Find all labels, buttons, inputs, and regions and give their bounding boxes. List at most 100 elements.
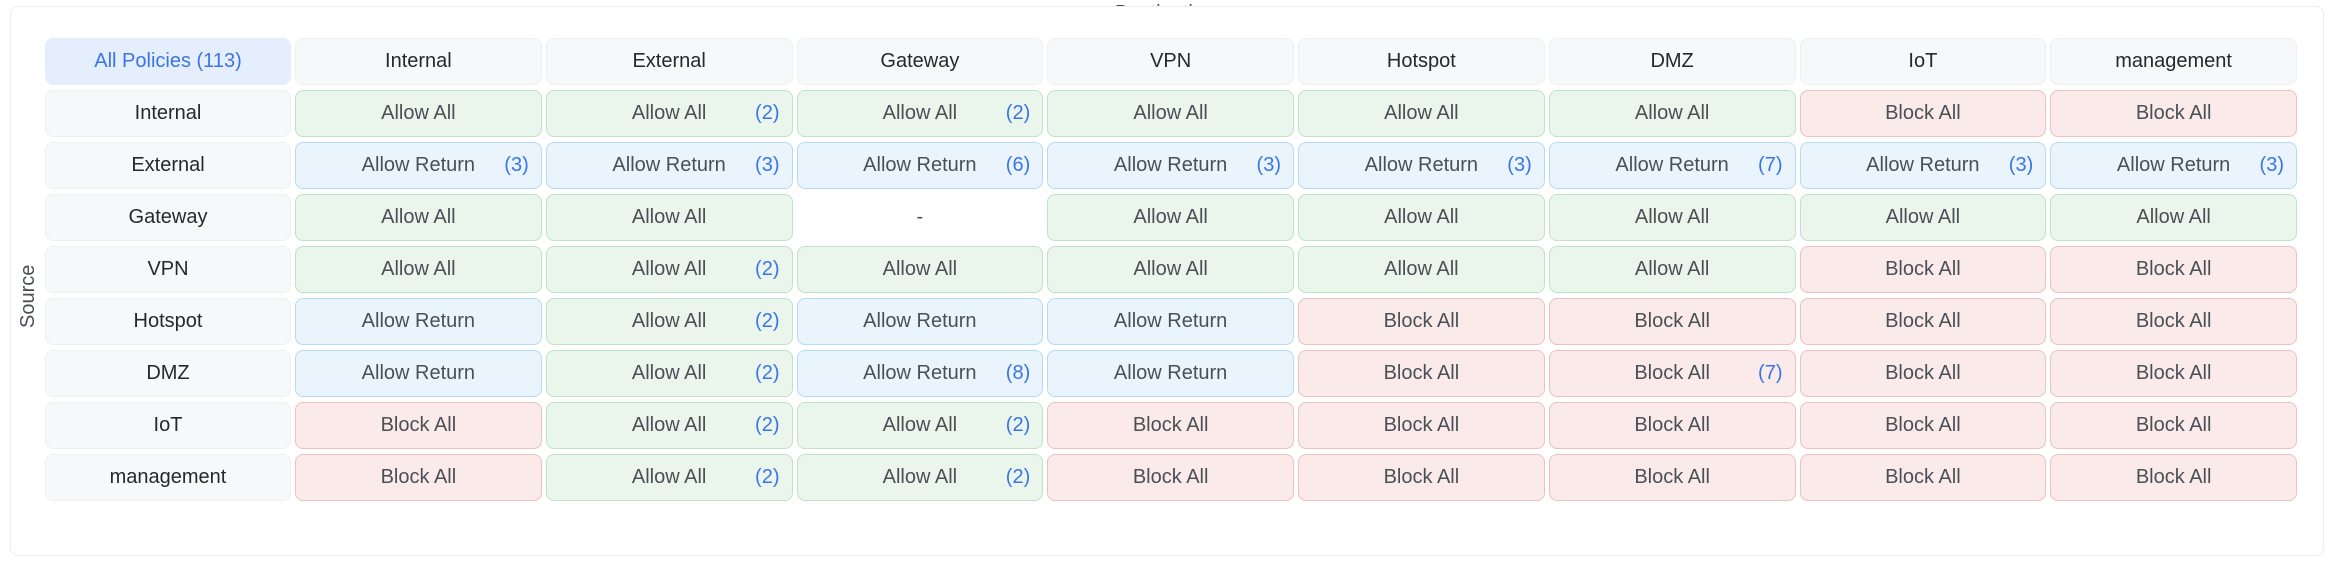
policy-cell-hotspot-dmz[interactable]: Block All <box>1548 298 1796 345</box>
policy-cell-management-external[interactable]: Allow All(2) <box>545 454 793 501</box>
row-header-management[interactable]: management <box>45 454 291 501</box>
policy-cell-iot-gateway[interactable]: Allow All(2) <box>796 402 1044 449</box>
policy-cell-iot-internal[interactable]: Block All <box>295 402 542 449</box>
policy-cell-gateway-hotspot[interactable]: Allow All <box>1298 194 1545 241</box>
policy-cell-management-dmz[interactable]: Block All <box>1548 454 1796 501</box>
row-header-internal[interactable]: Internal <box>45 90 291 137</box>
policy-cell-iot-iot[interactable]: Block All <box>1799 402 2047 449</box>
policy-cell-gateway-dmz[interactable]: Allow All <box>1548 194 1796 241</box>
policy-cell-hotspot-management[interactable]: Block All <box>2050 298 2297 345</box>
policy-cell-internal-management[interactable]: Block All <box>2050 90 2297 137</box>
policy-cell-management-gateway[interactable]: Allow All(2) <box>796 454 1044 501</box>
policy-cell-internal-internal[interactable]: Allow All <box>295 90 542 137</box>
policy-cell-external-external[interactable]: Allow Return(3) <box>545 142 793 189</box>
row-header-external[interactable]: External <box>45 142 291 189</box>
policy-action-label: Block All <box>1634 310 1710 332</box>
policy-action-label: Allow All <box>1634 258 1710 280</box>
policy-cell-gateway-management[interactable]: Allow All <box>2050 194 2297 241</box>
policy-action-label: Allow Return <box>1866 154 1980 176</box>
policy-cell-dmz-gateway[interactable]: Allow Return(8) <box>796 350 1044 397</box>
row-header-dmz[interactable]: DMZ <box>45 350 291 397</box>
policy-action-label: - <box>916 206 924 228</box>
policy-cell-vpn-external[interactable]: Allow All(2) <box>545 246 793 293</box>
row-header-hotspot[interactable]: Hotspot <box>45 298 291 345</box>
policy-action-label: Block All <box>1634 362 1710 384</box>
policy-cell-internal-dmz[interactable]: Allow All <box>1548 90 1796 137</box>
policy-action-label: Block All <box>380 466 457 488</box>
policy-cell-gateway-internal[interactable]: Allow All <box>295 194 542 241</box>
policy-cell-external-hotspot[interactable]: Allow Return(3) <box>1298 142 1545 189</box>
policy-cell-dmz-vpn[interactable]: Allow Return <box>1047 350 1294 397</box>
policy-cell-hotspot-hotspot[interactable]: Block All <box>1298 298 1545 345</box>
policy-cell-management-management[interactable]: Block All <box>2050 454 2297 501</box>
column-header-gateway[interactable]: Gateway <box>796 38 1044 85</box>
policy-cell-internal-iot[interactable]: Block All <box>1799 90 2047 137</box>
policy-cell-management-hotspot[interactable]: Block All <box>1298 454 1545 501</box>
policy-action-label: Block All <box>1383 310 1460 332</box>
policy-cell-external-iot[interactable]: Allow Return(3) <box>1799 142 2047 189</box>
policy-cell-external-management[interactable]: Allow Return(3) <box>2050 142 2297 189</box>
policy-cell-iot-vpn[interactable]: Block All <box>1047 402 1294 449</box>
all-policies-button[interactable]: All Policies (113) <box>45 38 291 85</box>
policy-cell-vpn-gateway[interactable]: Allow All <box>796 246 1044 293</box>
policy-cell-vpn-internal[interactable]: Allow All <box>295 246 542 293</box>
policy-cell-management-internal[interactable]: Block All <box>295 454 542 501</box>
policy-cell-internal-vpn[interactable]: Allow All <box>1047 90 1294 137</box>
policy-cell-dmz-dmz[interactable]: Block All(7) <box>1548 350 1796 397</box>
policy-cell-dmz-hotspot[interactable]: Block All <box>1298 350 1545 397</box>
policy-cell-iot-management[interactable]: Block All <box>2050 402 2297 449</box>
source-axis-label: Source <box>17 264 39 328</box>
policy-cell-dmz-iot[interactable]: Block All <box>1799 350 2047 397</box>
policy-cell-internal-external[interactable]: Allow All(2) <box>545 90 793 137</box>
policy-cell-hotspot-iot[interactable]: Block All <box>1799 298 2047 345</box>
policy-cell-vpn-iot[interactable]: Block All <box>1799 246 2047 293</box>
policy-cell-gateway-vpn[interactable]: Allow All <box>1047 194 1294 241</box>
policy-cell-internal-gateway[interactable]: Allow All(2) <box>796 90 1044 137</box>
policy-cell-external-dmz[interactable]: Allow Return(7) <box>1548 142 1796 189</box>
column-header-dmz[interactable]: DMZ <box>1548 38 1796 85</box>
column-header-internal[interactable]: Internal <box>295 38 542 85</box>
policy-count-badge: (6) <box>1005 154 1031 176</box>
column-header-iot[interactable]: IoT <box>1799 38 2047 85</box>
policy-cell-dmz-internal[interactable]: Allow Return <box>295 350 542 397</box>
row-header-vpn[interactable]: VPN <box>45 246 291 293</box>
policy-cell-gateway-gateway[interactable]: - <box>796 194 1044 241</box>
policy-cell-dmz-external[interactable]: Allow All(2) <box>545 350 793 397</box>
policy-cell-hotspot-internal[interactable]: Allow Return <box>295 298 542 345</box>
policy-count-badge: (2) <box>755 362 780 384</box>
column-header-management[interactable]: management <box>2050 38 2297 85</box>
policy-cell-iot-hotspot[interactable]: Block All <box>1298 402 1545 449</box>
row-header-gateway[interactable]: Gateway <box>45 194 291 241</box>
policy-cell-external-vpn[interactable]: Allow Return(3) <box>1047 142 1294 189</box>
policy-cell-gateway-external[interactable]: Allow All <box>545 194 793 241</box>
policy-cell-external-gateway[interactable]: Allow Return(6) <box>796 142 1044 189</box>
policy-cell-vpn-dmz[interactable]: Allow All <box>1548 246 1796 293</box>
policy-count-badge: (2) <box>755 466 780 488</box>
policy-action-label: Allow All <box>1384 206 1459 228</box>
column-header-hotspot[interactable]: Hotspot <box>1298 38 1545 85</box>
policy-count-badge: (2) <box>1005 466 1031 488</box>
policy-action-label: Block All <box>1885 414 1961 436</box>
policy-cell-management-iot[interactable]: Block All <box>1799 454 2047 501</box>
policy-cell-vpn-vpn[interactable]: Allow All <box>1047 246 1294 293</box>
policy-cell-hotspot-external[interactable]: Allow All(2) <box>545 298 793 345</box>
policy-cell-hotspot-vpn[interactable]: Allow Return <box>1047 298 1294 345</box>
policy-cell-hotspot-gateway[interactable]: Allow Return <box>796 298 1044 345</box>
policy-cell-vpn-hotspot[interactable]: Allow All <box>1298 246 1545 293</box>
policy-cell-iot-external[interactable]: Allow All(2) <box>545 402 793 449</box>
policy-cell-dmz-management[interactable]: Block All <box>2050 350 2297 397</box>
policy-action-label: Allow All <box>882 102 958 124</box>
policy-cell-external-internal[interactable]: Allow Return(3) <box>295 142 542 189</box>
policy-cell-management-vpn[interactable]: Block All <box>1047 454 1294 501</box>
policy-count-badge: (2) <box>1005 414 1031 436</box>
policy-cell-gateway-iot[interactable]: Allow All <box>1799 194 2047 241</box>
policy-cell-internal-hotspot[interactable]: Allow All <box>1298 90 1545 137</box>
policy-count-badge: (7) <box>1758 154 1783 176</box>
column-header-external[interactable]: External <box>545 38 793 85</box>
policy-cell-vpn-management[interactable]: Block All <box>2050 246 2297 293</box>
column-header-vpn[interactable]: VPN <box>1047 38 1294 85</box>
policy-cell-iot-dmz[interactable]: Block All <box>1548 402 1796 449</box>
row-header-iot[interactable]: IoT <box>45 402 291 449</box>
policy-action-label: Allow Return <box>361 154 476 176</box>
